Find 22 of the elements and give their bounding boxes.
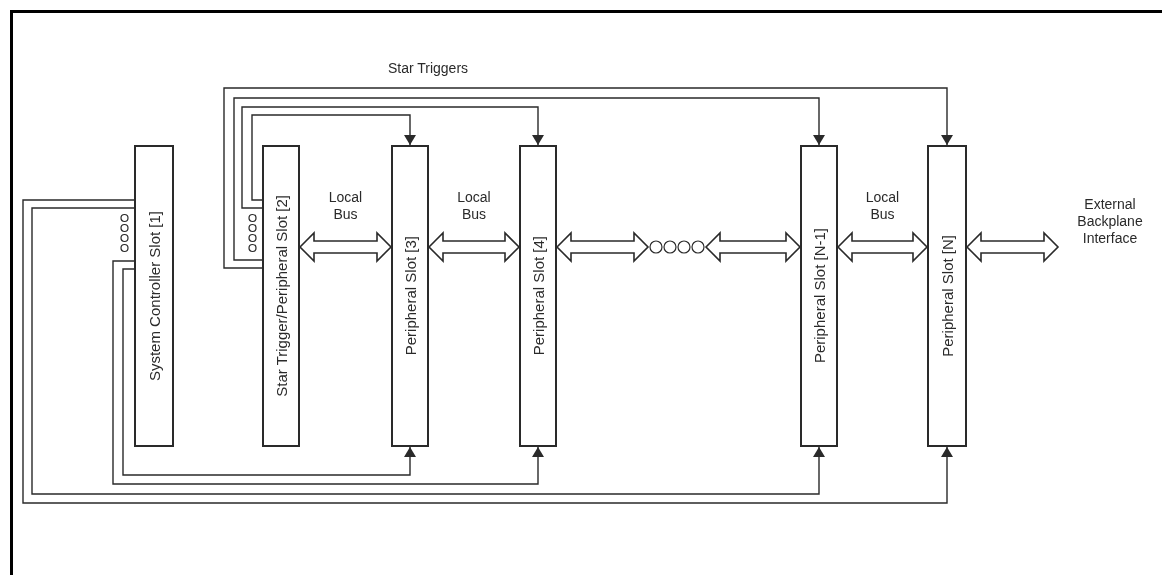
slot-box: Peripheral Slot [N] [927,145,967,447]
double-block-arrow [555,231,650,263]
slot-box: Peripheral Slot [4] [519,145,557,447]
interface-label: External Backplane Interface [1076,195,1144,247]
slot-box: Star Trigger/Peripheral Slot [2] [262,145,300,447]
trigger-line [31,207,825,495]
slot-box: Peripheral Slot [N-1] [800,145,838,447]
trigger-line [112,260,544,485]
bus-label: Star Triggers [387,60,469,76]
double-block-arrow [427,231,521,263]
double-block-arrow [298,231,393,263]
slot-box: System Controller Slot [1] [134,145,174,447]
trigger-line [251,114,416,201]
trigger-line [122,268,416,476]
trigger-line [22,199,953,504]
double-block-arrow [704,231,802,263]
slot-box: Peripheral Slot [3] [391,145,429,447]
trigger-line [233,97,825,261]
double-block-arrow [836,231,929,263]
trigger-line [241,106,544,209]
double-block-arrow [965,231,1060,263]
trigger-line [223,87,953,269]
